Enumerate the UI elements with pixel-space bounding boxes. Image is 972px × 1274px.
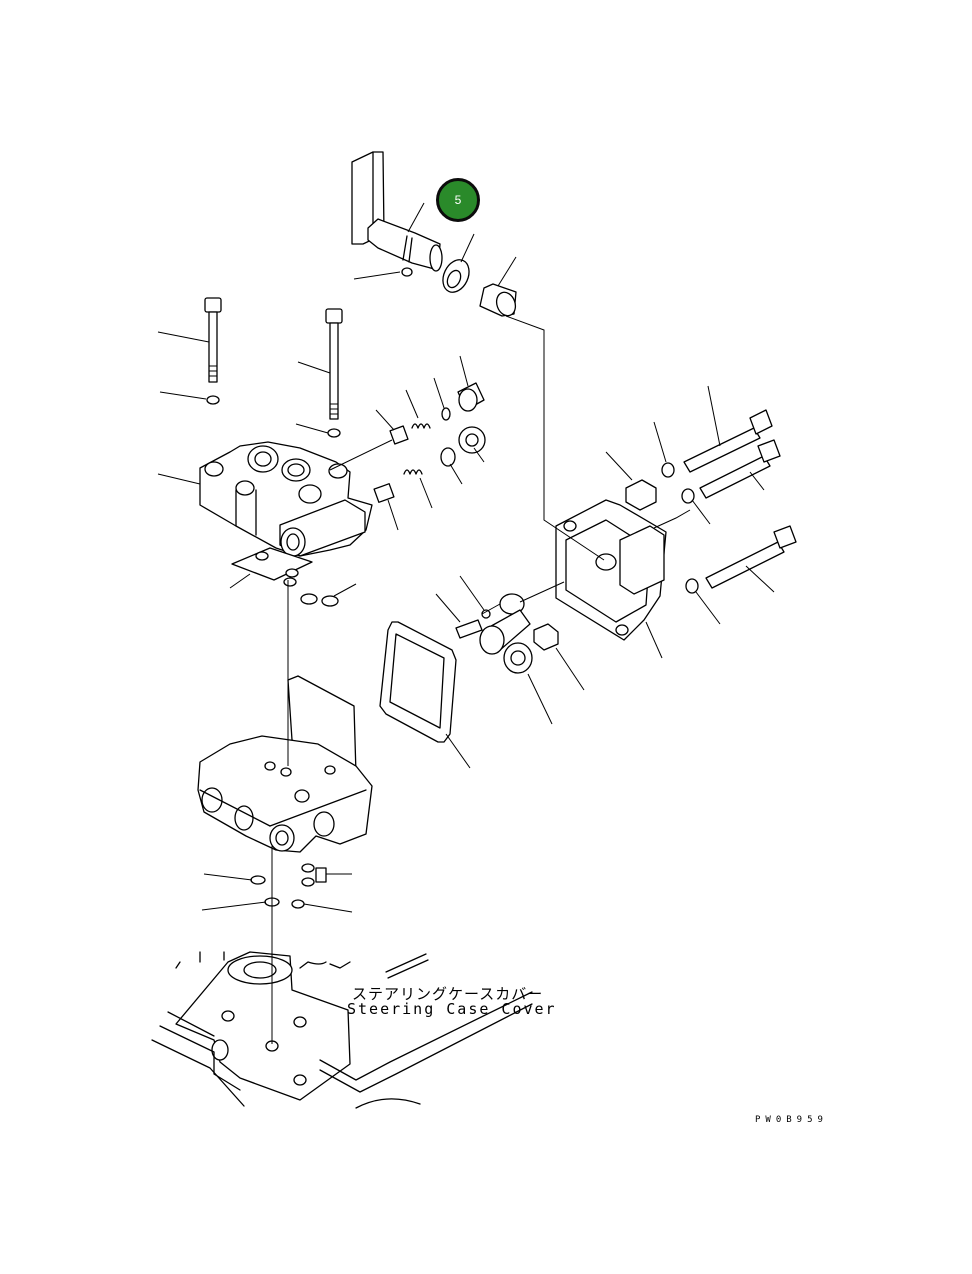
leader-lines [157,202,775,913]
caption-japanese: ステアリングケースカバー [352,985,544,1003]
bushing-top [479,283,517,317]
lever-shaft [367,218,443,272]
caption-english: Steering Case Cover [347,1000,557,1018]
bushing-arm [533,623,559,651]
gasket-upper [231,547,339,607]
valve-body-upper [199,441,373,557]
bolt-housing-2 [699,439,781,499]
bolt-housing-1 [683,409,773,473]
callout-badge[interactable]: 5 [436,178,480,222]
washer-arm [481,609,491,619]
washer-h2 [681,488,695,504]
gasket-cover [379,621,457,743]
washer-right [327,428,341,438]
drawing-code: PW0B959 [755,1115,828,1125]
bolt-housing-3 [705,525,797,589]
washer-h3 [685,578,699,594]
washer-left [206,395,220,405]
pin [401,267,413,277]
sleeve-housing [625,479,657,511]
housing [555,499,667,641]
bolt-arm [455,619,483,639]
valve-body-lower [197,735,373,853]
orings-lower [250,863,327,909]
spool-lower [373,426,486,503]
spool-upper [389,382,485,445]
lever-arm [479,593,533,674]
callout-number: 5 [454,193,462,207]
plate-lower [287,675,357,775]
seal-ring [442,259,470,293]
washer-h1 [661,462,675,478]
bolt-upper-right [325,308,343,420]
steering-case-cover [151,951,533,1109]
center-lines [271,315,691,1044]
bolt-upper-left [204,297,222,383]
